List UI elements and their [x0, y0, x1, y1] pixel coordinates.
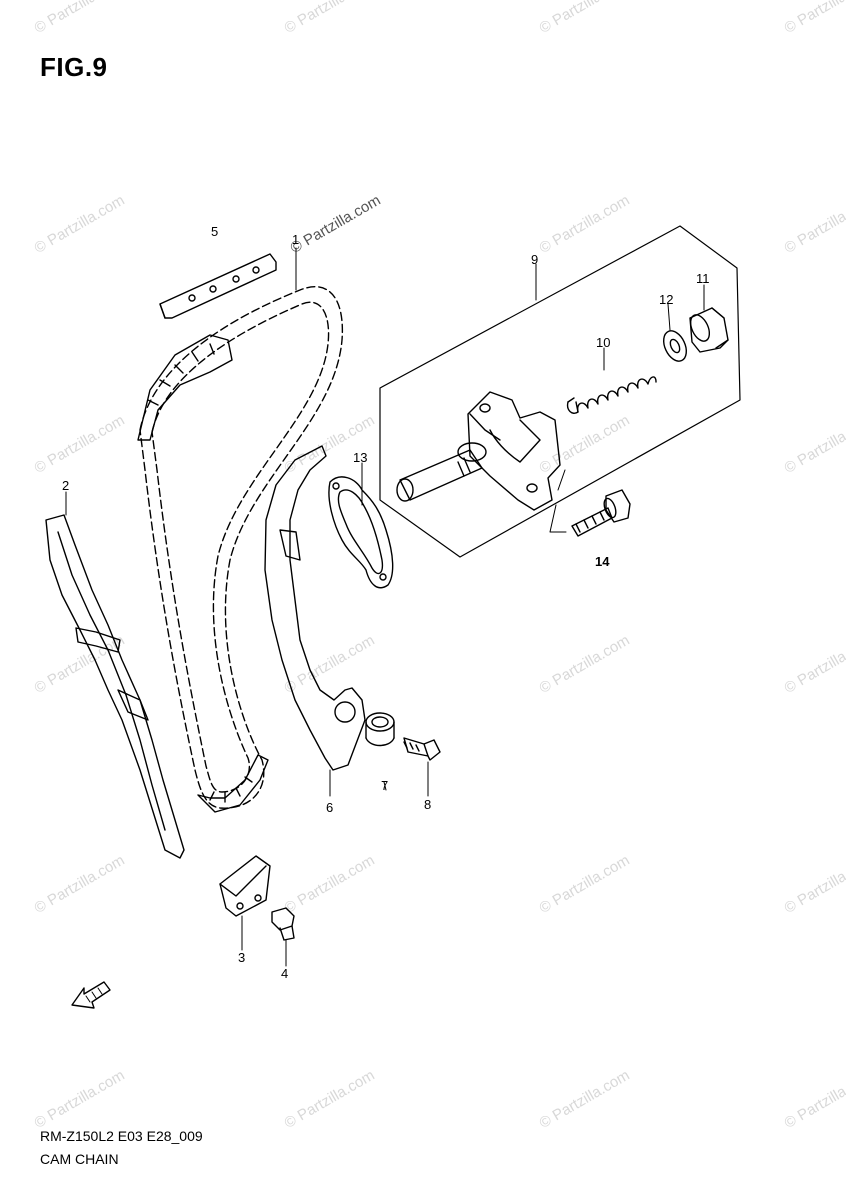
part-10-spring [566, 376, 657, 414]
part-4-small-bolt [271, 907, 295, 941]
callout-1: 1 [292, 232, 300, 247]
model-code: RM-Z150L2 E03 E28_009 [40, 1128, 203, 1144]
callout-13: 13 [353, 450, 368, 465]
callout-9: 9 [531, 252, 539, 267]
figure-title: FIG.9 [40, 52, 108, 82]
part-3-plate [219, 855, 271, 917]
callout-11: 11 [696, 271, 710, 286]
part-1-cam-chain [137, 286, 344, 813]
callout-3: 3 [238, 950, 246, 965]
part-13-gasket [328, 476, 394, 589]
tensioner-body [396, 391, 561, 511]
callout-8: 8 [424, 797, 432, 812]
part-14-bolt [571, 489, 631, 537]
callout-14: 14 [595, 554, 610, 569]
part-5-guide-strip [159, 253, 277, 319]
part-11-cap-bolt [689, 307, 729, 353]
front-direction-arrow-icon [71, 981, 111, 1009]
callout-2: 2 [62, 478, 70, 493]
leader-lines [65, 247, 705, 967]
callout-5: 5 [211, 224, 219, 239]
part-8-bolt [403, 737, 441, 761]
part-6-tensioner-arm [264, 445, 366, 771]
callout-7: 7 [381, 778, 389, 793]
callout-6: 6 [326, 800, 334, 815]
part-7-collar [365, 712, 395, 747]
callout-12: 12 [659, 292, 674, 307]
callout-4: 4 [281, 966, 289, 981]
figure-caption: CAM CHAIN [40, 1151, 119, 1167]
part-2-chain-guide [45, 514, 185, 859]
part-9-tensioner-assembly-box [379, 225, 741, 558]
callout-10: 10 [596, 335, 611, 350]
part-12-washer [662, 330, 688, 362]
